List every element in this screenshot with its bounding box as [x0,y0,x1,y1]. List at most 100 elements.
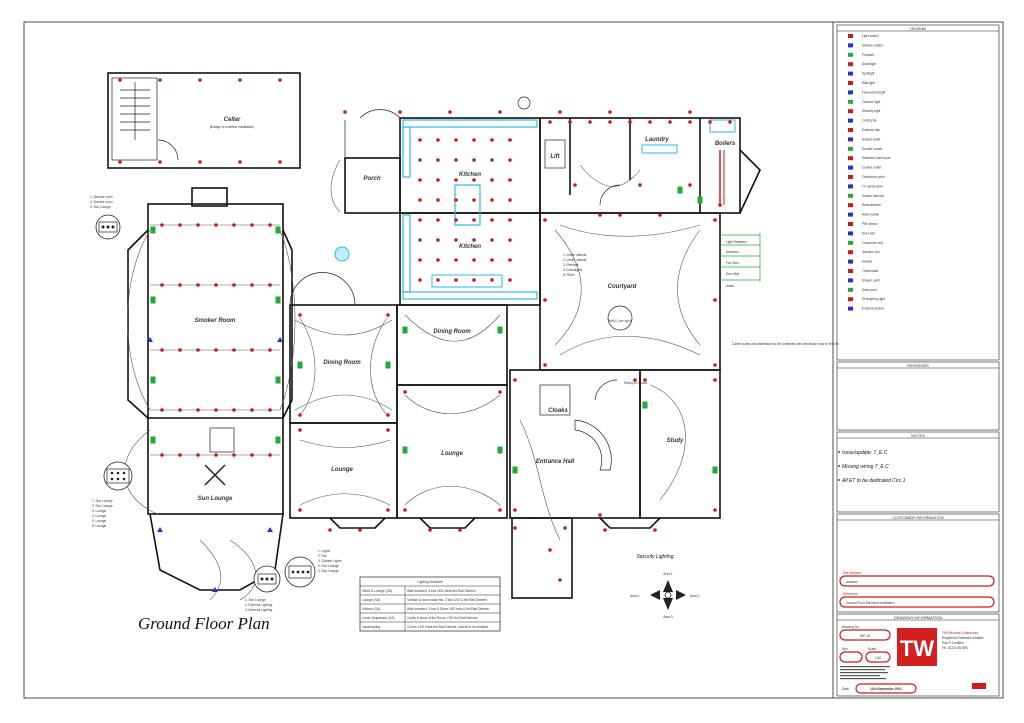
legend-item-label: Thermostat [862,269,878,273]
drawing-title: Ground Floor Plan [138,614,270,633]
legend-symbol-icon [848,62,853,67]
downlight-icon [508,138,512,142]
spotlight-icon [386,313,390,317]
legend-symbol-icon [848,128,853,132]
downlight-icon [436,238,440,242]
downlight-icon [436,198,440,202]
legend-symbol-icon [848,193,853,198]
legend-symbol-icon [848,81,853,85]
downlight-icon [232,223,236,227]
downlight-icon [688,120,692,124]
legend-item-label: Switched fused spur [862,156,892,160]
downlight-icon [508,218,512,222]
downlight-icon [268,223,272,227]
socket-icon [275,436,281,444]
legend-header: LEGEND [910,26,927,31]
schedule-row-3-desc: Wall-mounted, 3 box & Down LED fans & fe… [407,607,490,611]
wall-light-icon [157,527,163,532]
spotlight-icon [633,378,637,382]
legend-symbol-icon [848,184,853,189]
spotlight-icon [298,313,302,317]
spotlight-icon [298,413,302,417]
compass-area-3: Area 3 [663,615,673,619]
legend-item-label: Downlight [862,62,876,66]
downlight-icon [454,278,458,282]
downlight-icon [278,160,282,164]
spotlight-icon [386,413,390,417]
legend-item-label: Pendant [862,53,874,57]
outdoor-light-icon [658,213,662,217]
downlight-icon [472,238,476,242]
spotlight-icon [643,378,647,382]
downlight-icon [250,283,254,287]
downlight-icon [418,218,422,222]
downlight-icon [568,120,572,124]
kitchen-notes: 1. Under cabinet 2. Under cabinet 3. Pen… [563,253,587,277]
floor-plan: Cellar (linkage to overflow installation… [90,72,839,633]
downlight-icon [196,453,200,457]
customer-header: CUSTOMER INFORMATION [892,515,944,520]
legend-symbol-icon [848,43,853,48]
kitchen-lower-label: Kitchen [459,244,481,250]
cellar-note: (linkage to overflow installation) [210,125,254,129]
spotlight-icon [513,378,517,382]
east-rooms: Cloaks Entrance Hall Study [509,369,721,599]
compass-area-1: Area 1 [663,572,673,576]
downlight-icon [508,278,512,282]
spotlight-icon [498,390,502,394]
legend-item-label: Extractor fan [862,128,880,132]
downlight-icon [436,258,440,262]
legend-symbol-icon [848,240,853,245]
downlight-icon [728,120,732,124]
downlight-icon [178,348,182,352]
courtyard-note: Well (1 per spot) [608,319,631,323]
cellar-label: Cellar [224,117,241,123]
legend-symbol-icon [848,165,853,170]
downlight-icon [472,258,476,262]
downlight-icon [490,258,494,262]
outdoor-light-icon [398,110,402,114]
legend-symbol-icon [848,287,853,292]
switch-label-sun-1: 1. Sun Lounge [245,598,266,602]
switch-label-top-2: 2. Smoker room [90,200,113,204]
downlight-icon [160,453,164,457]
downlight-icon [232,453,236,457]
legend-item-label: External socket [862,307,884,311]
spotlight-icon [713,508,717,512]
porch-label: Porch [363,176,380,182]
legend-item-label: Double socket [862,147,882,151]
company-line-1: TW Electrical Contractors [942,631,979,635]
legend-symbol-icon [848,109,853,114]
smoker-room-label: Smoker Room [195,318,236,324]
kitchen-upper-label: Kitchen [459,172,481,178]
kitchen-note-2: 2. Under cabinet [563,258,587,262]
kitchen-note-3: 3. Pendant [563,263,579,267]
wc-note: Wiring to Cloaks [624,381,648,385]
laundry-label: Laundry [645,137,669,143]
schedule-row-5-desc: 4 Zone LED Hans-fed Rad Dimmer, Add-fill… [407,625,489,629]
drawing-no-value: WP-16 [860,634,870,638]
socket-icon [275,376,281,384]
switch-label-sun-2: 2. External Lighting [245,603,273,607]
legend-symbol-icon [848,146,853,151]
legend-symbol-icon [848,52,853,57]
legend-item-label: Cooker outlet [862,166,881,170]
downlight-icon [548,120,552,124]
logo-badge [897,628,937,666]
sun-lounge-label: Sun Lounge [198,496,233,502]
downlight-icon [158,78,162,82]
switch-label-right-3: 3. Garden Lights [318,559,342,563]
company-line-3: Part P Certified [942,641,964,645]
lounge-right-label: Lounge [441,451,463,457]
legend-symbol-icon [848,212,853,217]
socket-icon [697,196,703,204]
legend-item-label: Emergency light [862,297,885,301]
cloaks-label: Cloaks [548,408,568,414]
legend-item-label: Door bell [862,231,875,235]
downlight-icon [490,158,494,162]
lift-label: Lift [550,154,560,160]
downlight-icon [196,283,200,287]
socket-icon [497,446,503,454]
legend-item-label: PIR sensor [862,222,879,226]
boilers-label: Boilers [715,141,736,147]
